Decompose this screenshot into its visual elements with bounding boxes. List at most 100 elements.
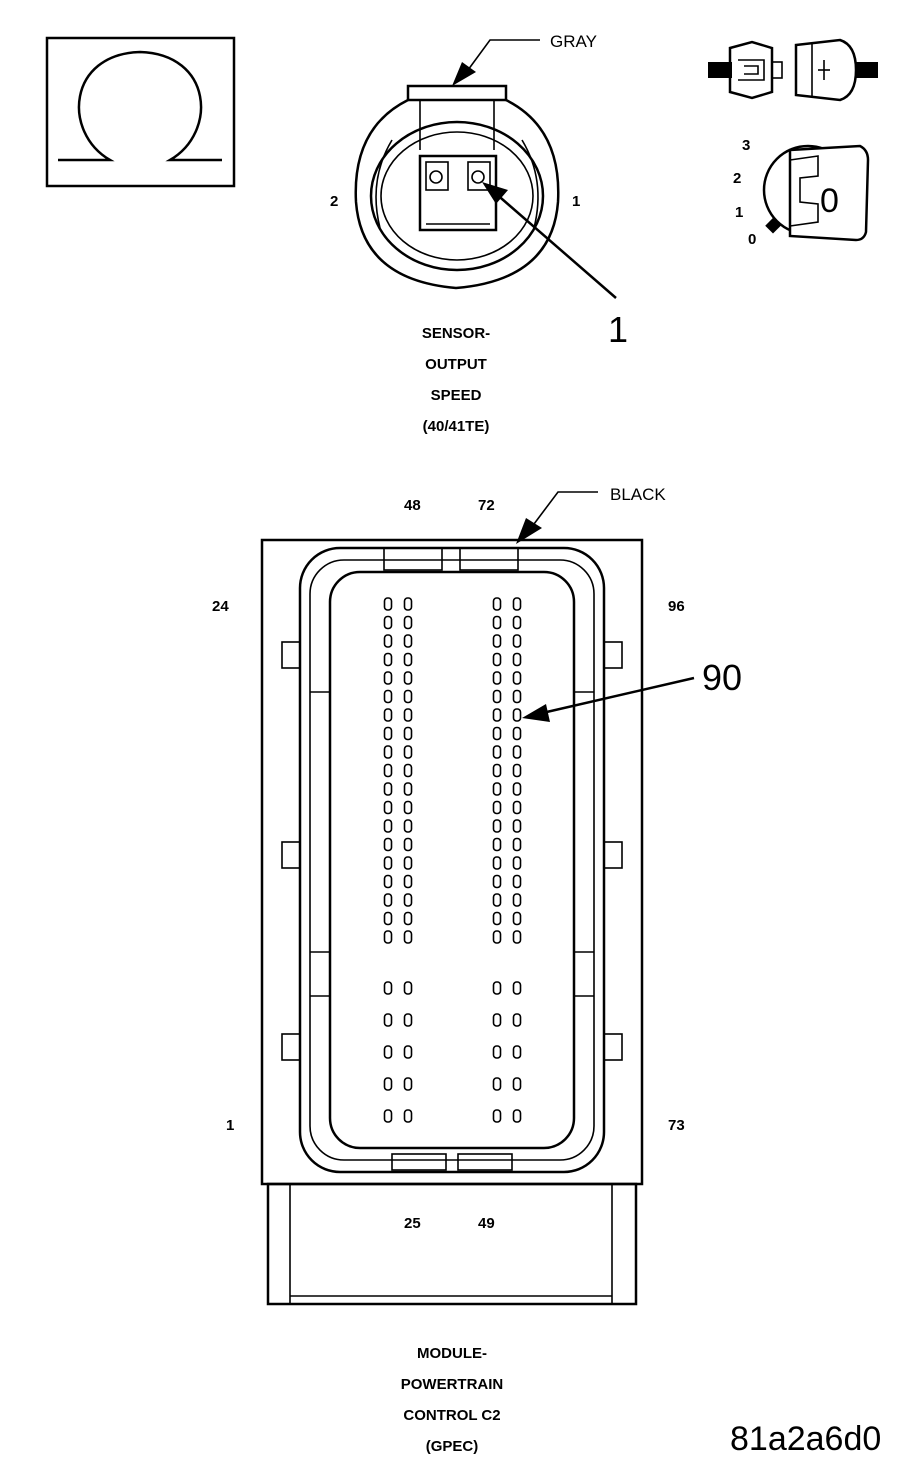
pin-cavity <box>492 745 502 759</box>
pin-cavity <box>492 763 502 778</box>
pin-cavity <box>512 1109 522 1123</box>
pin-cavity <box>512 911 522 926</box>
pin-cavity <box>512 874 522 889</box>
pin-cavity <box>403 652 413 667</box>
pin-cavity <box>512 981 522 995</box>
pcm-cavity-1-label: 1 <box>226 1117 234 1134</box>
pin-cavity <box>492 930 502 944</box>
pin-cavity <box>403 745 413 759</box>
pin-cavity <box>492 893 502 907</box>
pin-cavity <box>492 615 502 630</box>
pin-cavity <box>383 671 393 685</box>
pcm-callout-number: 90 <box>702 657 742 698</box>
pin-cavity <box>403 726 413 741</box>
ignition-position-3: 3 <box>742 137 750 154</box>
pin-cavity <box>403 837 413 852</box>
pcm-title-line-3: CONTROL C2 <box>403 1407 500 1424</box>
pin-cavity <box>512 597 522 611</box>
pin-cavity <box>492 856 502 870</box>
pin-cavity <box>383 893 393 907</box>
sensor-title-line-1: SENSOR- <box>422 325 490 342</box>
pin-cavity <box>383 930 393 944</box>
pin-cavity <box>383 856 393 870</box>
pin-cavity <box>383 745 393 759</box>
pin-cavity <box>383 981 393 995</box>
pcm-cavity-96-label: 96 <box>668 598 685 615</box>
pin-cavity <box>383 652 393 667</box>
pin-cavity <box>383 597 393 611</box>
pin-cavity <box>383 634 393 648</box>
pin-cavity <box>383 689 393 704</box>
figure-code: 81a2a6d0 <box>730 1420 881 1458</box>
pin-cavity <box>383 782 393 796</box>
pcm-title-line-2: POWERTRAIN <box>401 1376 504 1393</box>
pin-cavity <box>492 837 502 852</box>
pin-cavity <box>512 615 522 630</box>
pcm-cavity-24-label: 24 <box>212 598 229 615</box>
ignition-key-icon: 0 3 2 1 0 <box>733 137 870 248</box>
pcm-title-line-4: (GPEC) <box>426 1438 479 1455</box>
pin-cavity <box>492 981 502 995</box>
pin-cavity <box>403 689 413 704</box>
pin-cavity <box>403 1109 413 1123</box>
pin-cavity <box>383 763 393 778</box>
pin-cavity <box>492 689 502 704</box>
pcm-cavity-48-label: 48 <box>404 497 421 514</box>
sensor-cavity-2-label: 2 <box>330 193 338 210</box>
ignition-position-1: 1 <box>735 204 743 221</box>
ignition-position-2: 2 <box>733 170 741 187</box>
pin-cavity <box>403 800 413 815</box>
pin-cavity <box>512 837 522 852</box>
pin-cavity <box>492 652 502 667</box>
pcm-cavity-49-label: 49 <box>478 1215 495 1232</box>
pin-cavity <box>403 911 413 926</box>
pin-cavity <box>492 782 502 796</box>
pin-cavity <box>492 726 502 741</box>
pin-cavity <box>403 782 413 796</box>
pin-cavity <box>512 689 522 704</box>
pin-cavity <box>403 615 413 630</box>
pin-array <box>383 597 522 1123</box>
pin-cavity <box>492 1109 502 1123</box>
pin-cavity <box>403 597 413 611</box>
pin-cavity <box>403 634 413 648</box>
pin-cavity <box>403 981 413 995</box>
pin-cavity <box>492 634 502 648</box>
pin-cavity <box>403 708 413 722</box>
sensor-connector: GRAY 2 1 1 SENSOR- OUTPUT SPEED (40/41TE… <box>330 32 628 435</box>
sensor-cavity-1-label: 1 <box>572 193 580 210</box>
pin-cavity <box>512 1077 522 1091</box>
pin-cavity <box>403 893 413 907</box>
sensor-title-line-2: OUTPUT <box>425 356 487 373</box>
pin-cavity <box>492 800 502 815</box>
sensor-title-line-4: (40/41TE) <box>423 418 490 435</box>
pin-cavity <box>383 726 393 741</box>
pin-cavity <box>383 1077 393 1091</box>
omega-icon <box>45 36 236 188</box>
pin-cavity <box>512 800 522 815</box>
pin-cavity <box>383 1013 393 1027</box>
pin-cavity <box>492 1077 502 1091</box>
pin-cavity <box>403 1045 413 1059</box>
pin-cavity <box>403 930 413 944</box>
pin-cavity <box>403 819 413 833</box>
pin-cavity <box>492 1045 502 1059</box>
pin-cavity <box>492 874 502 889</box>
pcm-connector: BLACK 48 72 24 <box>212 485 742 1455</box>
pin-cavity <box>492 819 502 833</box>
pin-cavity <box>512 652 522 667</box>
pin-cavity <box>512 634 522 648</box>
pin-cavity <box>403 874 413 889</box>
pin-cavity <box>383 1109 393 1123</box>
pin-cavity <box>492 1013 502 1027</box>
pin-cavity <box>512 782 522 796</box>
pin-cavity <box>492 708 502 722</box>
pin-cavity <box>383 837 393 852</box>
pin-cavity <box>403 1077 413 1091</box>
pin-cavity <box>512 726 522 741</box>
pin-cavity <box>492 671 502 685</box>
pin-cavity <box>383 874 393 889</box>
pin-cavity <box>512 930 522 944</box>
pcm-title-line-1: MODULE- <box>417 1345 487 1362</box>
